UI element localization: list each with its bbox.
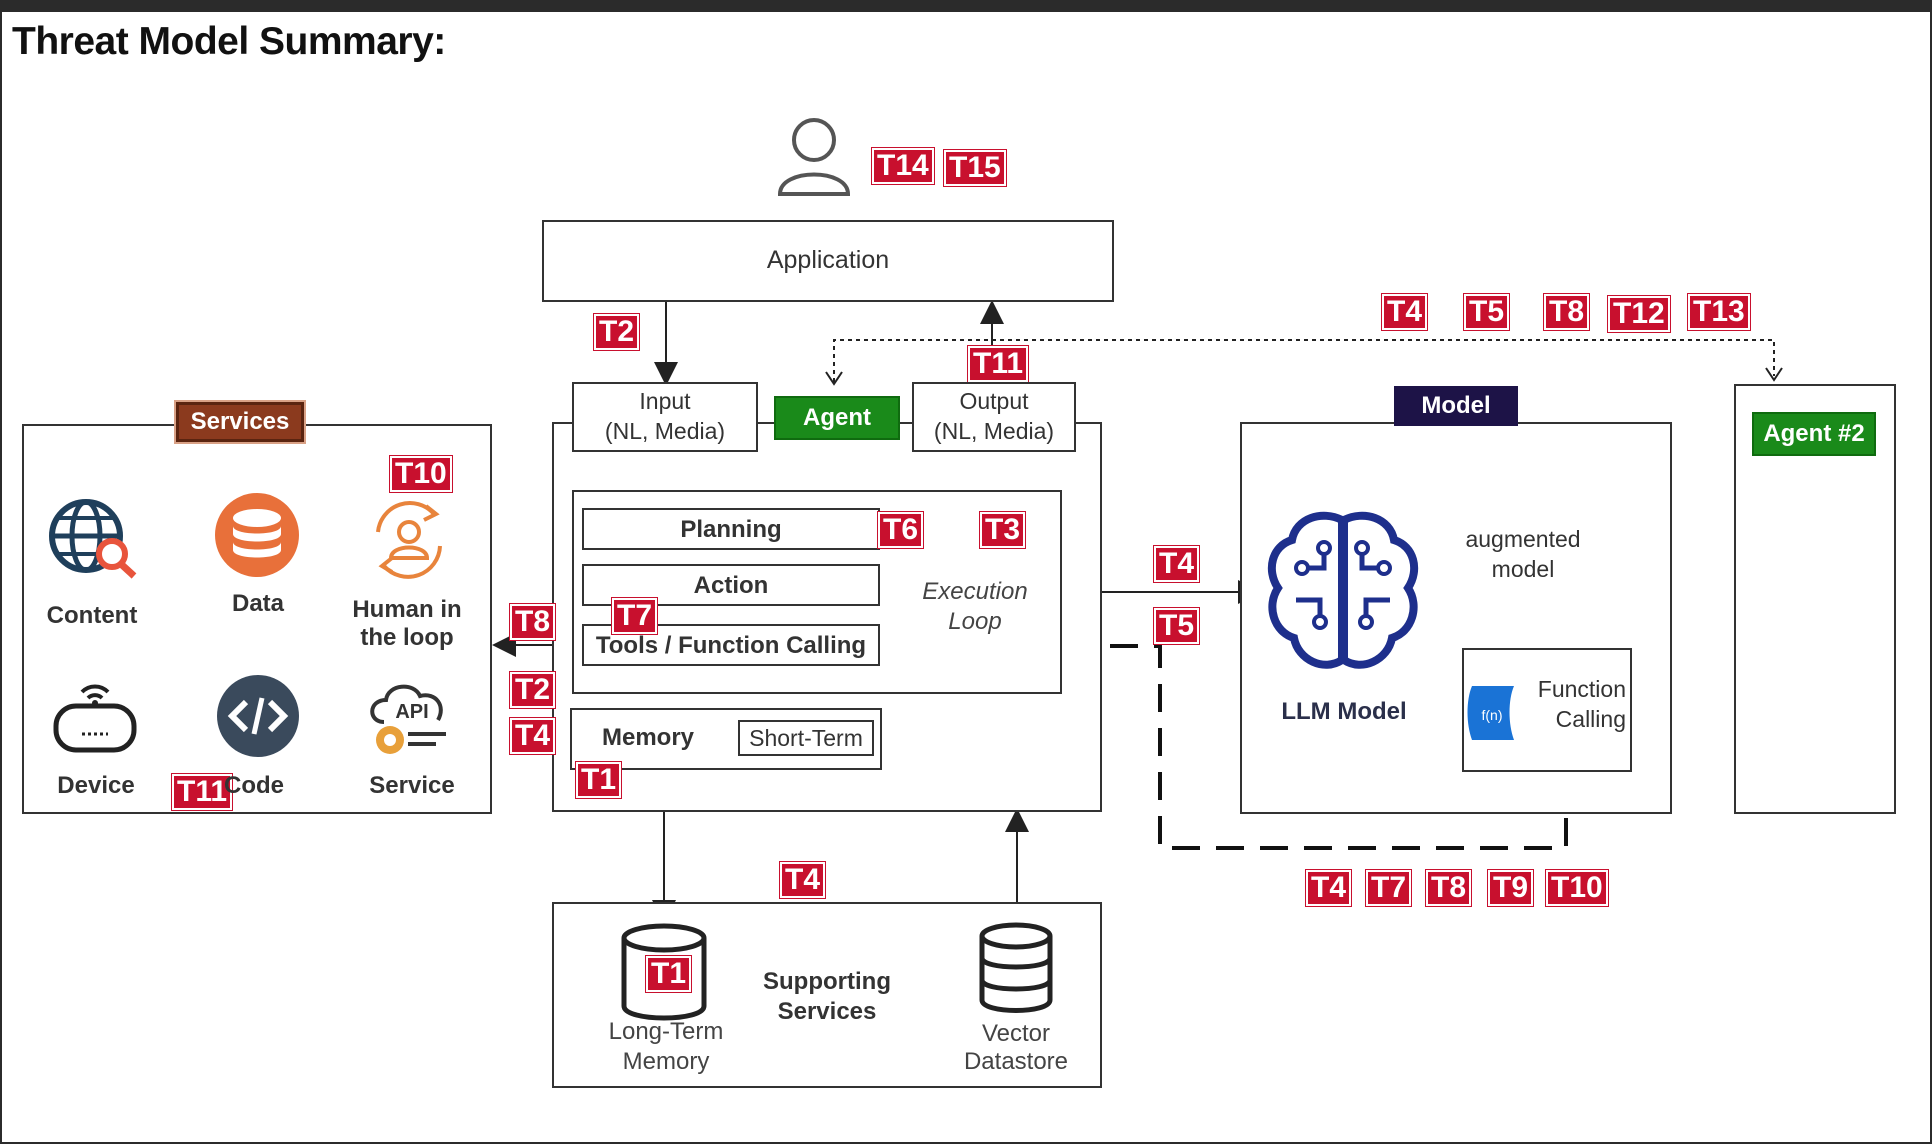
llm-brain-icon	[1267, 511, 1419, 669]
threat-badge: T3	[980, 512, 1026, 548]
model-chip: Model	[1394, 386, 1518, 426]
tools-box: Tools / Function Calling	[582, 624, 880, 666]
threat-badge: T15	[944, 150, 1006, 186]
threat-badge: T1	[646, 956, 692, 992]
memory-label: Memory	[602, 724, 695, 751]
threat-badge: T5	[1464, 294, 1510, 330]
augmented-sublabel: model	[1491, 556, 1555, 582]
svg-text:API: API	[395, 701, 428, 723]
threat-badge: T4	[1306, 870, 1352, 906]
vector-sublabel: Datastore	[963, 1048, 1069, 1075]
planning-box: Planning	[582, 508, 880, 550]
threat-badge: T8	[510, 604, 556, 640]
user-icon	[777, 118, 851, 196]
page-title: Threat Model Summary:	[12, 20, 446, 63]
threat-badge: T5	[1154, 608, 1200, 644]
code-icon	[217, 675, 299, 757]
supporting-label: Supporting	[763, 968, 891, 995]
vector-label: Vector	[981, 1020, 1051, 1047]
service-service-label: Service	[369, 772, 455, 799]
service-human-sublabel: the loop	[360, 624, 454, 651]
api-gear-icon: API	[370, 684, 446, 754]
application-box: Application	[542, 220, 1114, 302]
threat-badge: T12	[1608, 296, 1670, 332]
threat-badge: T2	[510, 672, 556, 708]
service-device-label: Device	[57, 772, 135, 799]
supporting-sublabel: Services	[777, 998, 877, 1025]
threat-badge: T11	[172, 774, 233, 810]
globe-search-icon	[49, 499, 137, 579]
planning-label: Planning	[680, 516, 782, 543]
input-label: Input	[639, 388, 691, 414]
threat-badge: T1	[576, 762, 622, 798]
agent-chip: Agent	[774, 396, 900, 440]
short-term-label: Short-Term	[749, 725, 863, 751]
agent2-chip: Agent #2	[1752, 412, 1876, 456]
threat-badge: T9	[1488, 870, 1534, 906]
router-device-icon	[53, 684, 137, 753]
service-code-label: Code	[224, 772, 284, 799]
memory-box: Memory Short-Term	[570, 708, 882, 770]
threat-badge: T14	[872, 148, 934, 184]
database-icon	[215, 493, 299, 577]
output-label: Output	[959, 388, 1029, 414]
tools-label: Tools / Function Calling	[595, 632, 867, 659]
service-human-label: Human in	[352, 596, 462, 623]
threat-badge: T4	[1382, 294, 1428, 330]
action-label: Action	[693, 572, 769, 599]
threat-badge: T13	[1688, 294, 1750, 330]
threat-badge: T10	[1546, 870, 1608, 906]
threat-badge: T7	[1366, 870, 1412, 906]
threat-badge: T10	[390, 456, 452, 492]
output-box: Output (NL, Media)	[912, 382, 1076, 452]
input-sublabel: (NL, Media)	[604, 418, 726, 444]
input-box: Input (NL, Media)	[572, 382, 758, 452]
long-term-db-icon	[621, 923, 707, 1021]
augmented-label: augmented	[1465, 526, 1581, 552]
threat-badge: T4	[780, 862, 826, 898]
long-term-sublabel: Memory	[622, 1048, 710, 1075]
diagram-canvas: Threat Model Summary:	[2, 12, 1930, 1142]
long-term-label: Long-Term	[608, 1018, 724, 1045]
function-scroll-icon: f(n)	[1467, 686, 1514, 740]
function-calling-sublabel: Calling	[1555, 706, 1626, 732]
threat-badge: T6	[878, 512, 924, 548]
short-term-box: Short-Term	[738, 720, 874, 756]
threat-badge: T8	[1426, 870, 1472, 906]
vector-datastore-icon	[979, 922, 1053, 1013]
execution-loop-sublabel: Loop	[948, 608, 1002, 635]
function-calling-label: Function	[1537, 676, 1626, 702]
threat-badge: T4	[1154, 546, 1200, 582]
function-calling-box: f(n) Function Calling	[1462, 648, 1632, 772]
threat-badge: T8	[1544, 294, 1590, 330]
llm-model-label: LLM Model	[1281, 698, 1407, 725]
threat-badge: T2	[594, 314, 640, 350]
threat-badge: T11	[968, 346, 1029, 382]
human-loop-icon	[376, 501, 442, 579]
svg-text:f(n): f(n)	[1482, 707, 1503, 723]
application-label: Application	[766, 246, 890, 274]
threat-badge: T4	[510, 718, 556, 754]
services-chip: Services	[174, 400, 306, 444]
threat-badge: T7	[612, 598, 658, 634]
service-data-label: Data	[231, 590, 285, 617]
service-content-label: Content	[46, 602, 138, 629]
execution-loop-label: Execution	[922, 578, 1028, 605]
output-sublabel: (NL, Media)	[933, 418, 1055, 444]
